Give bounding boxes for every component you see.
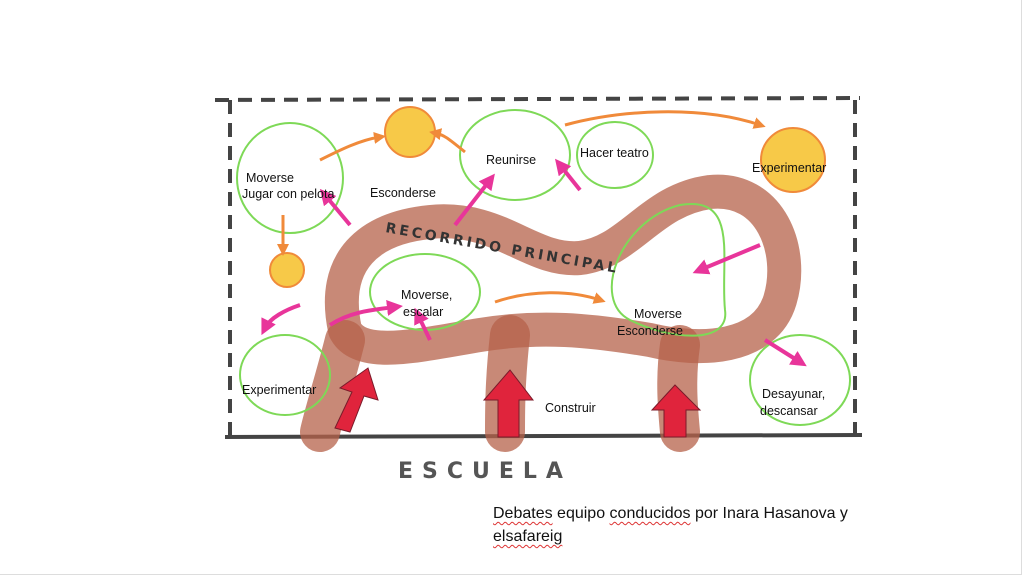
label-jugar-pelota: Jugar con pelota xyxy=(242,187,335,201)
caption-line2: elsafareig xyxy=(493,528,563,545)
label-descansar: descansar xyxy=(760,404,818,418)
entry-arrows xyxy=(334,367,702,438)
caption-word: equipo xyxy=(557,505,606,522)
label-moverse-2: Moverse xyxy=(634,307,682,321)
caption: Debates equipo conducidos por Inara Hasa… xyxy=(493,502,848,548)
caption-word: Debates xyxy=(493,505,553,522)
label-esconderse: Esconderse xyxy=(370,186,437,200)
label-moverse: Moverse xyxy=(246,171,294,185)
caption-rest: por Inara Hasanova y xyxy=(694,505,848,522)
label-moverse-escalar-1: Moverse, xyxy=(401,288,453,302)
label-experimentar-top: Experimentar xyxy=(752,161,827,175)
meeting-points xyxy=(269,106,826,288)
label-hacer-teatro: Hacer teatro xyxy=(580,146,649,160)
label-experimentar-bottom: Experimentar xyxy=(242,383,317,397)
frame-border xyxy=(214,96,863,439)
label-reunirse: Reunirse xyxy=(486,153,537,167)
caption-word: conducidos xyxy=(609,505,691,522)
label-esconderse-2: Esconderse xyxy=(617,324,684,338)
orange-arrows xyxy=(277,110,766,304)
school-label: ESCUELA xyxy=(398,459,572,484)
label-construir: Construir xyxy=(545,401,596,415)
pink-arrows xyxy=(261,158,807,367)
label-desayunar: Desayunar, xyxy=(762,387,826,401)
label-moverse-escalar-2: escalar xyxy=(403,305,444,319)
